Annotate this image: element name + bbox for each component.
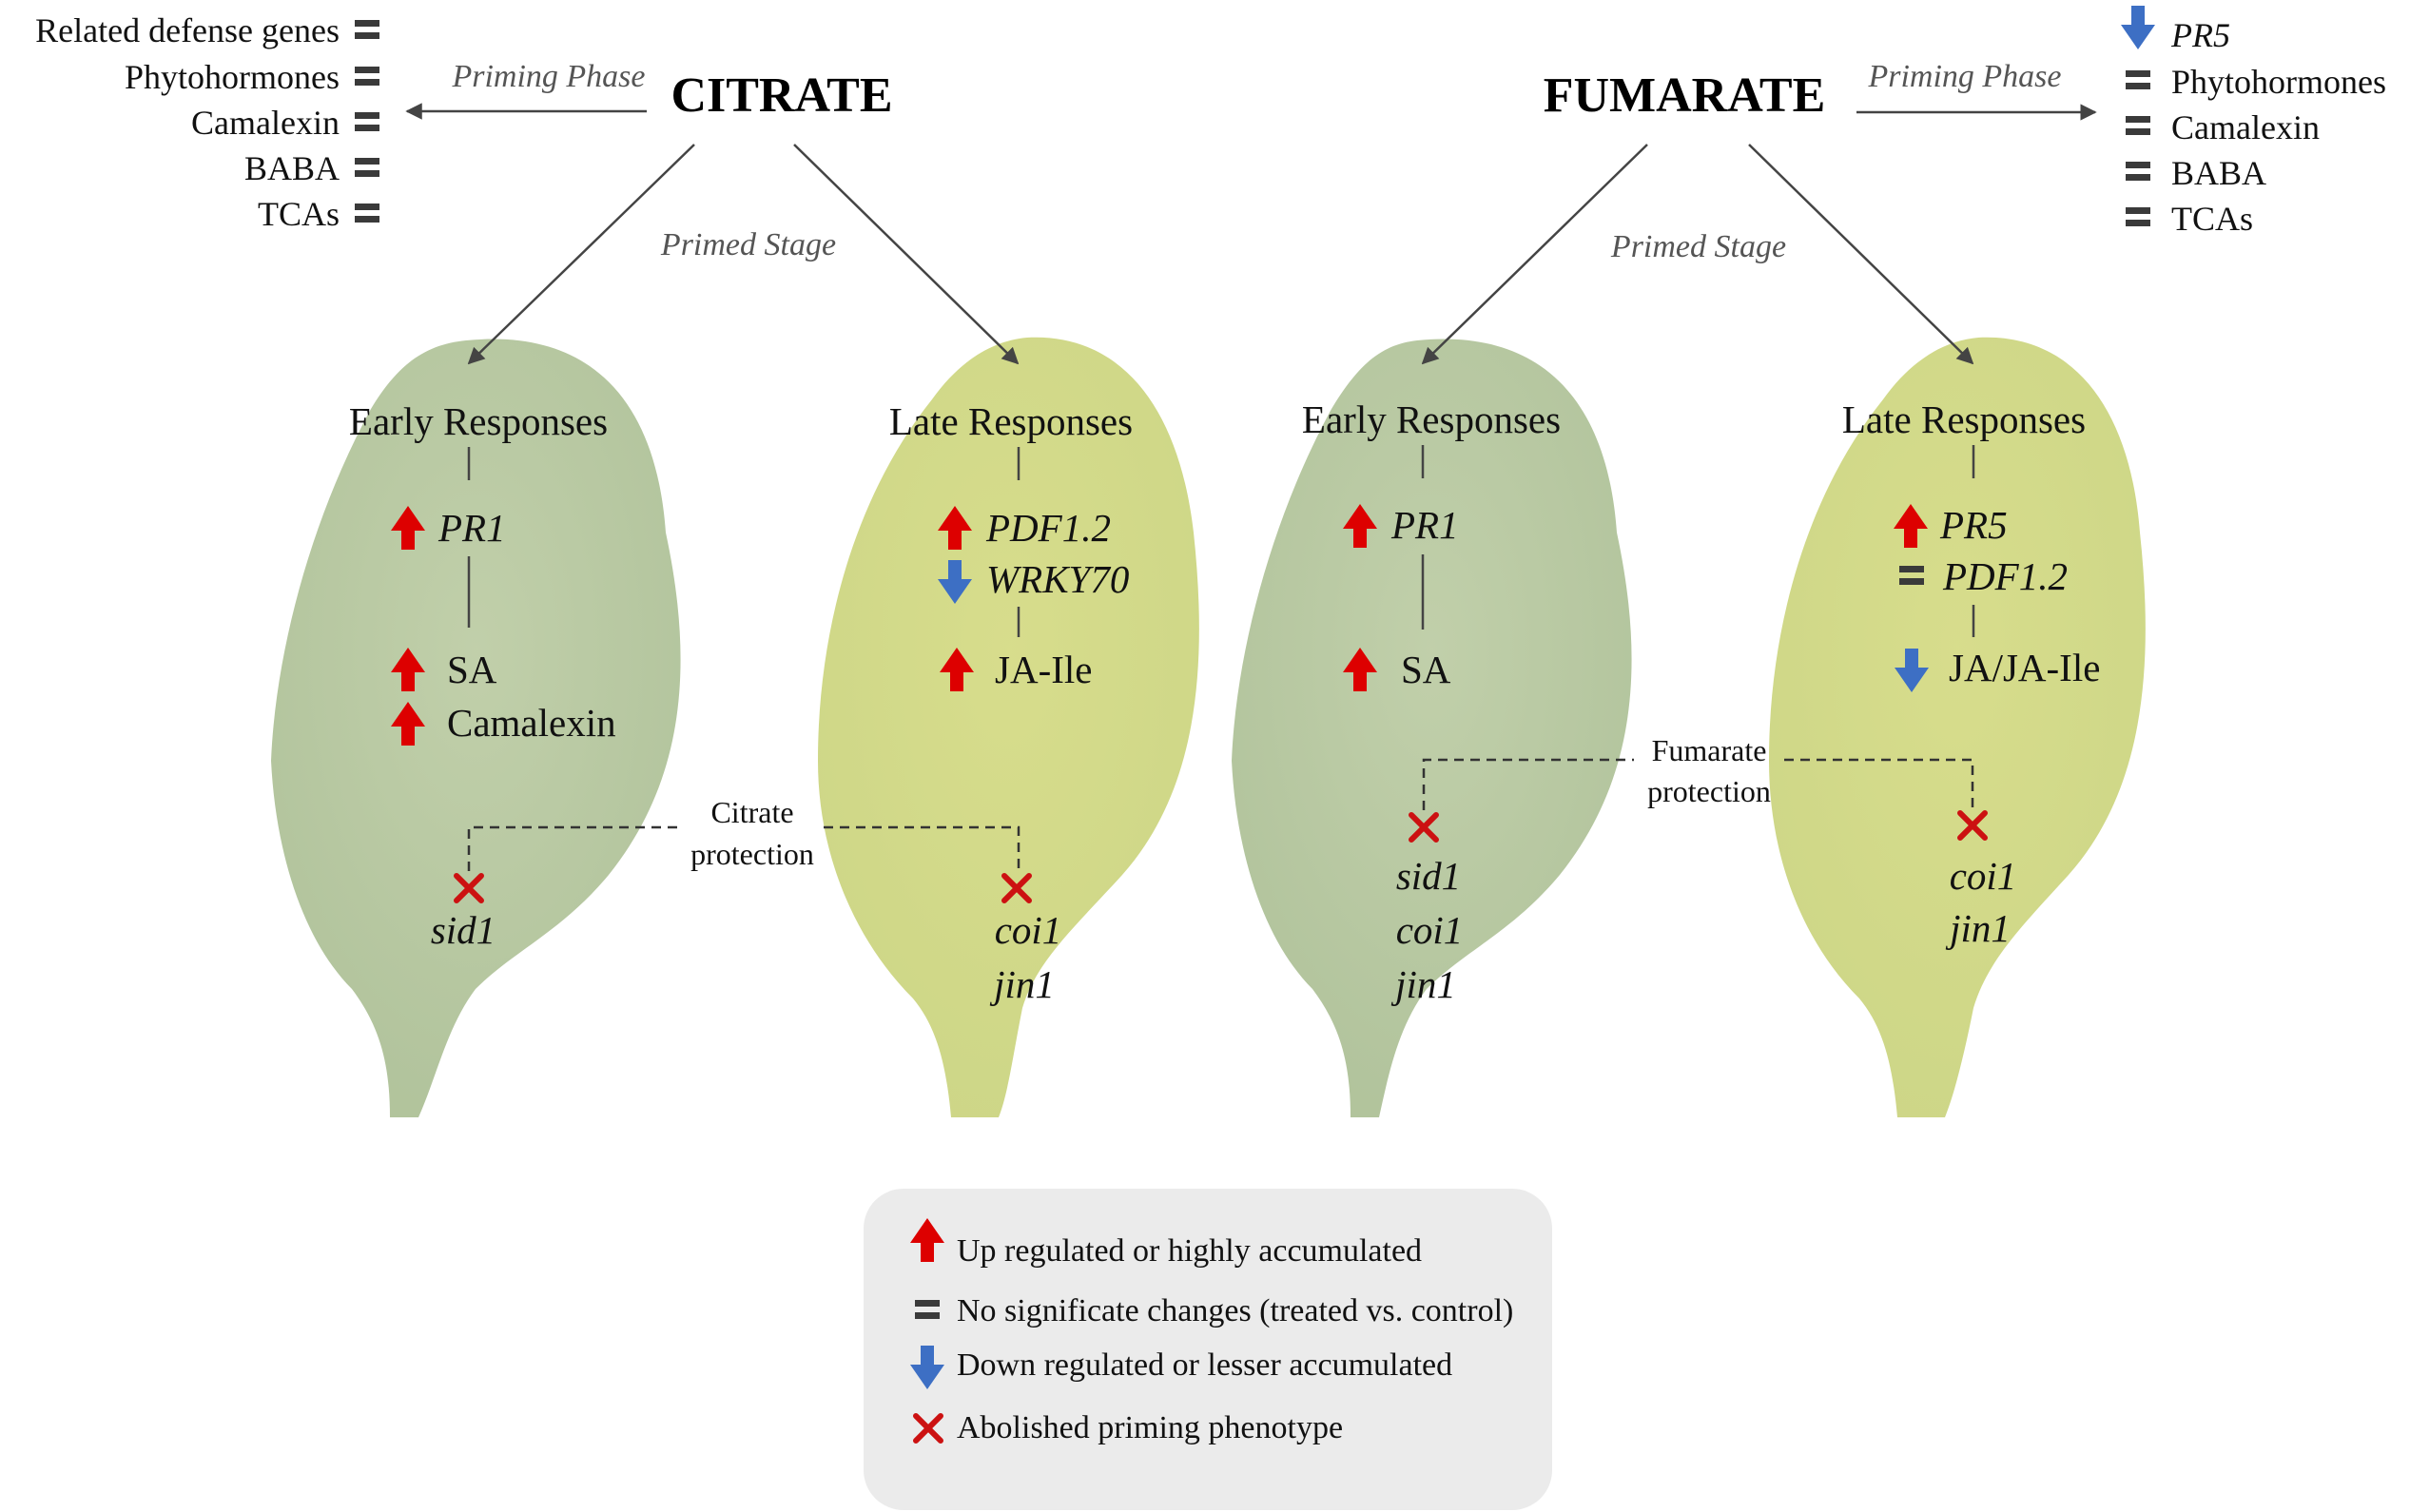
citrate-primed-stage-label: Primed Stage: [660, 227, 836, 262]
fumarate-protection-label: protection: [1647, 774, 1771, 808]
citrate-protection-line-right: [824, 825, 1020, 871]
citrate-early-metabolite: SA: [447, 648, 497, 691]
equal-sign-icon: [355, 204, 379, 223]
citrate-early-mutant: sid1: [431, 908, 496, 952]
fumarate-side-item: Camalexin: [2171, 108, 2320, 146]
fumarate-early-metabolite: SA: [1401, 648, 1451, 691]
citrate-protection-label: Citrate: [710, 795, 793, 829]
legend-up-label: Up regulated or highly accumulated: [957, 1233, 1422, 1269]
fumarate-side-item: TCAs: [2171, 200, 2253, 238]
equal-sign-icon: [2126, 207, 2150, 226]
fumarate-early-arrow: [1421, 144, 1648, 365]
citrate-title: CITRATE: [671, 68, 892, 123]
citrate-protection-label: protection: [690, 837, 814, 871]
citrate-late-heading: Late Responses: [889, 399, 1133, 443]
citrate-side-item: TCAs: [258, 195, 340, 233]
fumarate-late-heading: Late Responses: [1842, 397, 2086, 441]
citrate-early-arrow: [467, 144, 695, 365]
citrate-protection-line-left: [467, 825, 679, 871]
citrate-side-item: Camalexin: [191, 104, 340, 142]
legend-abolished-label: Abolished priming phenotype: [957, 1410, 1343, 1445]
citrate-late-metabolite: JA-Ile: [995, 648, 1092, 691]
citrate-late-arrow: [793, 144, 1020, 365]
fumarate-late-mutant: jin1: [1945, 906, 2011, 950]
fumarate-early-mutant: sid1: [1396, 854, 1461, 898]
equal-sign-icon: [2126, 70, 2150, 89]
fumarate-late-mutant: coi1: [1950, 854, 2017, 898]
fumarate-protection-line-left: [1422, 758, 1634, 810]
fumarate-title: FUMARATE: [1544, 68, 1826, 123]
citrate-early-heading: Early Responses: [349, 399, 608, 443]
equal-sign-icon: [355, 67, 379, 86]
equal-sign-icon: [2126, 116, 2150, 135]
fumarate-side-list: PR5 Phytohormones Camalexin BABA TCAs: [2121, 6, 2386, 238]
fumarate-early-mutant: coi1: [1396, 908, 1464, 952]
leaf-citrate-early: [271, 339, 681, 1117]
equal-sign-icon: [355, 112, 379, 131]
equal-sign-icon: [355, 20, 379, 39]
citrate-side-item: Phytohormones: [125, 58, 340, 96]
legend: Up regulated or highly accumulated No si…: [864, 1189, 1552, 1510]
fumarate-late-gene: PR5: [1939, 503, 2008, 547]
equal-sign-icon: [2126, 162, 2150, 181]
citrate-side-item: BABA: [244, 149, 340, 187]
fumarate-late-gene: PDF1.2: [1942, 554, 2068, 598]
citrate-side-item: Related defense genes: [35, 11, 340, 49]
leaf-fumarate-early: [1232, 339, 1632, 1117]
legend-no-change-label: No significate changes (treated vs. cont…: [957, 1293, 1513, 1328]
legend-down-label: Down regulated or lesser accumulated: [957, 1347, 1452, 1383]
fumarate-side-item: PR5: [2170, 16, 2230, 54]
fumarate-late-metabolite: JA/JA-Ile: [1949, 646, 2100, 689]
citrate-side-list: Related defense genes Phytohormones Cama…: [35, 11, 379, 233]
fumarate-side-item: Phytohormones: [2171, 63, 2386, 101]
fumarate-early-mutant: jin1: [1390, 962, 1456, 1006]
fumarate-protection-label: Fumarate: [1652, 733, 1767, 767]
fumarate-priming-phase-label: Priming Phase: [1867, 59, 2061, 94]
fumarate-early-gene: PR1: [1390, 503, 1459, 547]
fumarate-primed-stage-label: Primed Stage: [1610, 229, 1786, 264]
leaf-citrate-late: [818, 337, 1199, 1117]
citrate-priming-phase-label: Priming Phase: [451, 59, 645, 94]
equal-sign-icon: [355, 158, 379, 177]
citrate-early-gene: PR1: [437, 506, 506, 550]
citrate-early-metabolite: Camalexin: [447, 701, 616, 745]
citrate-late-mutant: jin1: [989, 962, 1055, 1006]
leaf-fumarate-late: [1769, 337, 2146, 1117]
fumarate-early-heading: Early Responses: [1302, 397, 1561, 441]
citrate-late-mutant: coi1: [995, 908, 1062, 952]
citrate-late-gene: PDF1.2: [985, 506, 1111, 550]
blue-down-arrow-icon: [2121, 6, 2155, 49]
fumarate-side-item: BABA: [2171, 154, 2266, 192]
legend-box: [864, 1189, 1552, 1510]
citrate-late-gene: WRKY70: [986, 557, 1129, 601]
fumarate-late-arrow: [1748, 144, 1974, 365]
